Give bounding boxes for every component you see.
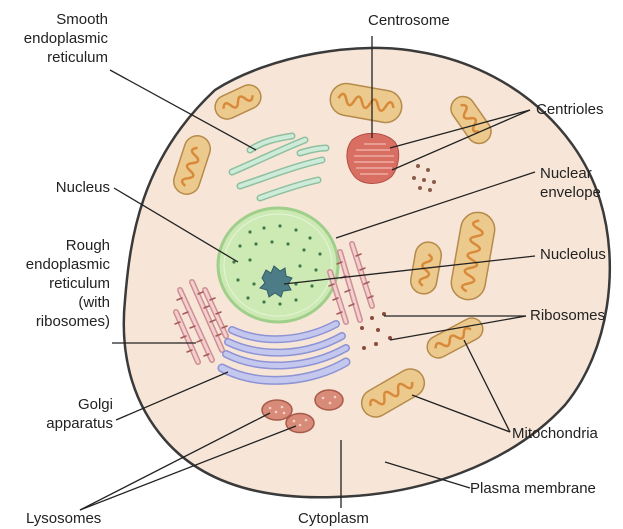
centrosome — [347, 133, 399, 183]
label-rough-er: Rough endoplasmic reticulum (with riboso… — [0, 236, 110, 331]
label-nucleus: Nucleus — [0, 178, 110, 197]
label-cytoplasm: Cytoplasm — [298, 509, 369, 528]
lysosome-3 — [315, 390, 343, 410]
label-centrosome: Centrosome — [368, 11, 450, 30]
lysosome-2 — [286, 414, 314, 433]
label-ribosomes: Ribosomes — [530, 306, 605, 325]
label-centrioles: Centrioles — [536, 100, 604, 119]
label-nuclear-envelope: Nuclear envelope — [540, 164, 601, 202]
label-plasma-membrane: Plasma membrane — [470, 479, 596, 498]
label-smooth-er: Smooth endoplasmic reticulum — [0, 10, 108, 67]
label-mitochondria: Mitochondria — [512, 424, 598, 443]
lysosome-1 — [262, 400, 292, 420]
label-nucleolus: Nucleolus — [540, 245, 606, 264]
label-lysosomes: Lysosomes — [26, 509, 101, 528]
label-golgi: Golgi apparatus — [0, 395, 113, 433]
nucleus — [218, 208, 338, 322]
